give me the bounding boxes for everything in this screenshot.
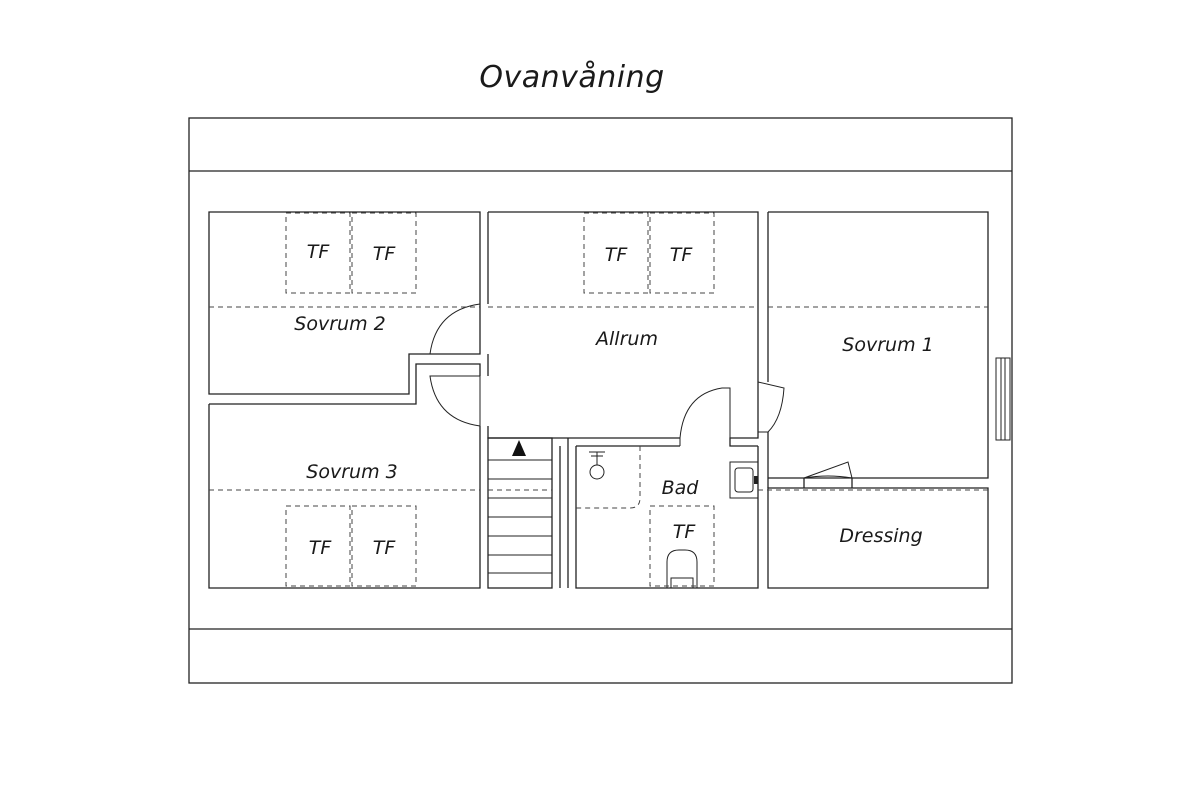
shower-area bbox=[576, 446, 641, 509]
door-sovrum-2 bbox=[429, 303, 481, 355]
tf-label: TF bbox=[373, 243, 397, 265]
room-sovrum-2 bbox=[208, 211, 481, 395]
door-bad bbox=[679, 387, 731, 446]
tf-zone bbox=[649, 212, 715, 294]
tf-label: TF bbox=[309, 537, 333, 559]
room-dressing bbox=[767, 487, 989, 589]
room-sovrum-3 bbox=[209, 363, 481, 405]
sink-icon bbox=[729, 461, 759, 499]
toilet-icon bbox=[666, 549, 698, 588]
room-label-sovrum-1: Sovrum 1 bbox=[842, 334, 933, 356]
room-allrum bbox=[488, 211, 759, 447]
tf-label: TF bbox=[605, 244, 629, 266]
room-label-sovrum-3: Sovrum 3 bbox=[306, 461, 397, 483]
room-label-bad: Bad bbox=[662, 477, 700, 499]
tf-zone bbox=[649, 505, 715, 587]
room-label-dressing: Dressing bbox=[839, 525, 922, 547]
door-dressing bbox=[803, 461, 853, 479]
tf-zone bbox=[285, 505, 351, 587]
tf-label: TF bbox=[673, 521, 697, 543]
room-label-sovrum-2: Sovrum 2 bbox=[294, 313, 385, 335]
building-outline bbox=[188, 117, 1013, 684]
tf-label: TF bbox=[373, 537, 397, 559]
stairs bbox=[487, 437, 553, 589]
shower-head-icon bbox=[589, 464, 605, 480]
tf-label: TF bbox=[307, 241, 331, 263]
tf-zone bbox=[351, 212, 417, 294]
plan-title: Ovanvåning bbox=[479, 60, 665, 95]
room-sovrum-1 bbox=[768, 211, 989, 479]
tf-zone bbox=[285, 212, 351, 294]
tf-label: TF bbox=[670, 244, 694, 266]
stairs-up-arrow-icon bbox=[512, 440, 526, 456]
door-sovrum-1 bbox=[757, 381, 785, 433]
tf-zone bbox=[583, 212, 649, 294]
tf-zone bbox=[351, 505, 417, 587]
door-sovrum-3 bbox=[429, 375, 481, 427]
room-label-allrum: Allrum bbox=[594, 328, 658, 350]
window-sovrum-1 bbox=[995, 357, 1011, 441]
